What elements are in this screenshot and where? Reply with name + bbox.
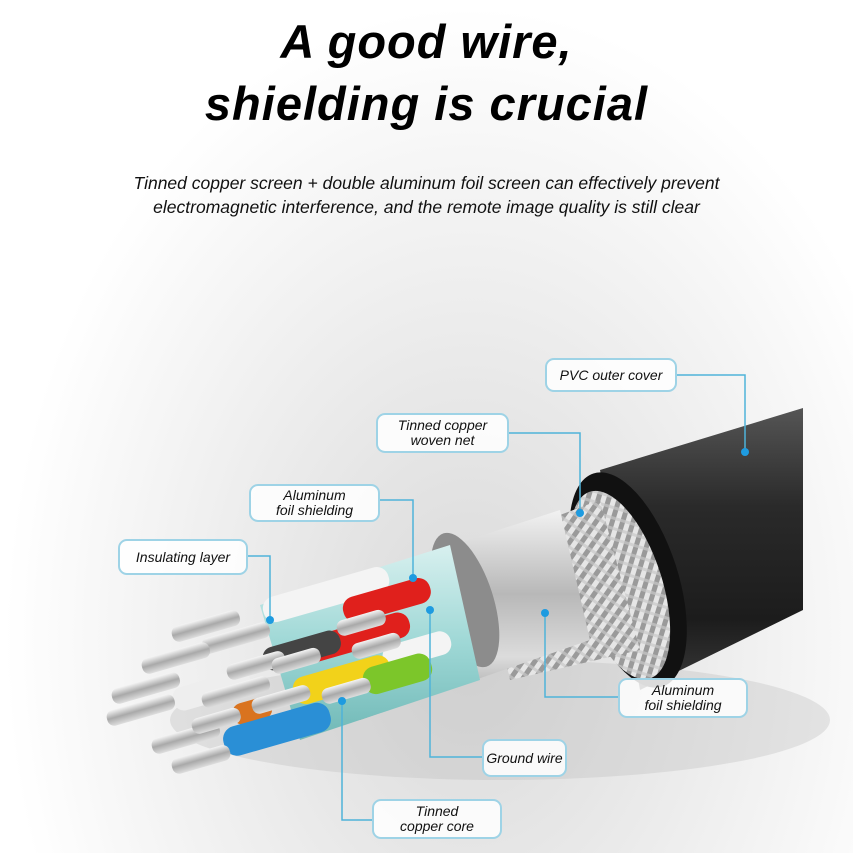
callout-foil-outer-line2: foil shielding [644,697,722,713]
wire-blue [223,702,331,756]
callout-dots [266,448,749,705]
callout-ground-wire: Ground wire [482,739,567,777]
wire-green [362,653,433,695]
callout-ground-text: Ground wire [486,749,563,766]
dot-foil-outer [541,609,549,617]
callout-woven-net-line2: woven net [410,432,475,448]
subtitle-line-2: electromagnetic interference, and the re… [153,197,700,217]
line-core [341,701,373,821]
wire-white-3 [172,670,251,711]
conductor-wires [172,567,452,756]
callout-lines [248,374,746,821]
line-woven-net [508,432,581,513]
callout-foil-inner-line1: Aluminum [283,487,346,503]
dot-foil-inner [409,574,417,582]
callout-aluminum-foil-inner: Aluminum foil shielding [249,484,380,522]
callout-core-line1: Tinned [415,803,459,819]
line-insulating [248,555,271,620]
dot-pvc [741,448,749,456]
dot-woven-net [576,509,584,517]
callout-foil-outer-line1: Aluminum [651,682,715,698]
line-foil-inner [380,499,414,578]
callout-core-line2: copper core [400,818,474,834]
callout-tinned-copper-woven-net: Tinned copper woven net [376,413,509,453]
subtitle-line-1: Tinned copper screen + double aluminum f… [133,173,720,193]
wire-yellow [292,655,392,705]
exposed-copper-strands [106,609,401,774]
line-foil-outer [544,613,618,698]
dot-ground [426,606,434,614]
wire-red-1 [342,578,431,623]
dot-core [338,697,346,705]
line-pvc [676,374,746,452]
wire-white [262,567,390,623]
line-ground [429,610,482,758]
callout-aluminum-foil-outer: Aluminum foil shielding [618,678,748,718]
callout-pvc-outer-cover: PVC outer cover [545,358,677,392]
callout-insulating-layer: Insulating layer [118,539,248,575]
title-line-1: A good wire, [280,15,573,68]
callout-foil-inner-line2: foil shielding [275,502,354,518]
callout-woven-net-line1: Tinned copper [397,417,488,433]
callout-insulating-text: Insulating layer [135,548,231,565]
callout-tinned-copper-core: Tinned copper core [372,799,502,839]
dot-insulating [266,616,274,624]
title-line-2: shielding is crucial [204,77,649,130]
callout-pvc-text: PVC outer cover [559,366,663,383]
